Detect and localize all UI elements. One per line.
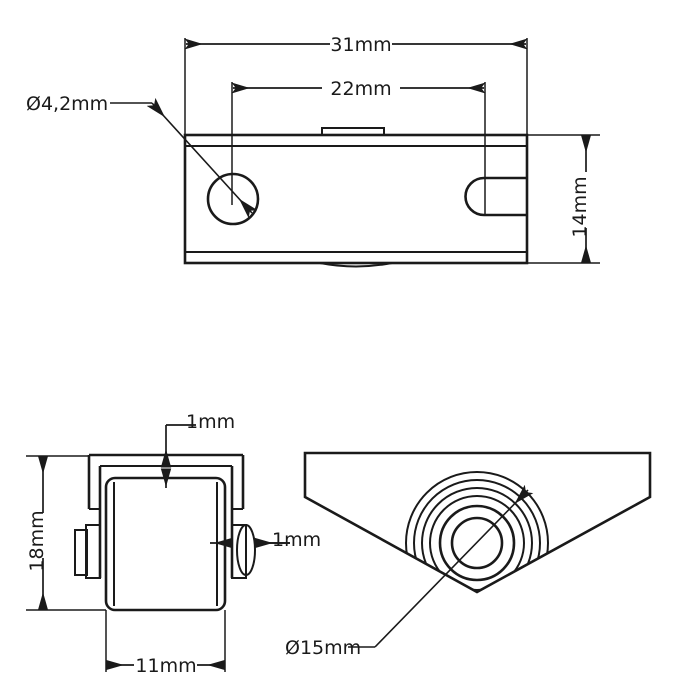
front-view-wedge-body bbox=[303, 451, 652, 594]
dimension-label-roller-width: 11mm bbox=[135, 655, 196, 677]
top-view-group: 31mm 22mm bbox=[26, 34, 600, 268]
dimension-roller-width: 11mm bbox=[105, 610, 226, 677]
dimension-label-hole-diameter: Ø4,2mm bbox=[26, 93, 108, 115]
top-view-through-hole bbox=[206, 172, 260, 226]
dimension-label-wheel-diameter: Ø15mm bbox=[285, 637, 361, 659]
dimension-label-gap-side: 1mm bbox=[272, 529, 321, 551]
top-view-extension-lines bbox=[184, 38, 528, 215]
dimension-gap-side: 1mm bbox=[210, 529, 321, 551]
dimension-hole-spacing: 22mm bbox=[231, 78, 486, 100]
dimension-plate-width: 14mm bbox=[527, 134, 600, 264]
side-view-bracket bbox=[74, 453, 256, 579]
front-view-group: Ø15mm bbox=[285, 451, 652, 659]
side-view-group: 1mm 1mm 18mm bbox=[26, 411, 321, 677]
top-view-u-slot bbox=[464, 176, 527, 217]
dimension-label-plate-width: 14mm bbox=[569, 176, 591, 237]
leader-hole-diameter: Ø4,2mm bbox=[26, 93, 258, 219]
side-view-roller-body bbox=[104, 476, 227, 612]
dimension-roller-height: 18mm bbox=[26, 455, 106, 611]
front-view-wheel-hub bbox=[438, 504, 516, 582]
dimension-label-hole-spacing: 22mm bbox=[330, 78, 391, 100]
leader-wheel-diameter: Ø15mm bbox=[285, 484, 534, 659]
top-view-plate-body bbox=[183, 127, 529, 268]
front-view-wheel bbox=[405, 471, 549, 592]
dimension-label-roller-height: 18mm bbox=[26, 510, 48, 571]
dimension-gap-top: 1mm bbox=[160, 411, 235, 488]
dimension-label-gap-top: 1mm bbox=[186, 411, 235, 433]
dimension-overall-length: 31mm bbox=[184, 34, 528, 56]
dimension-label-overall-length: 31mm bbox=[330, 34, 391, 56]
